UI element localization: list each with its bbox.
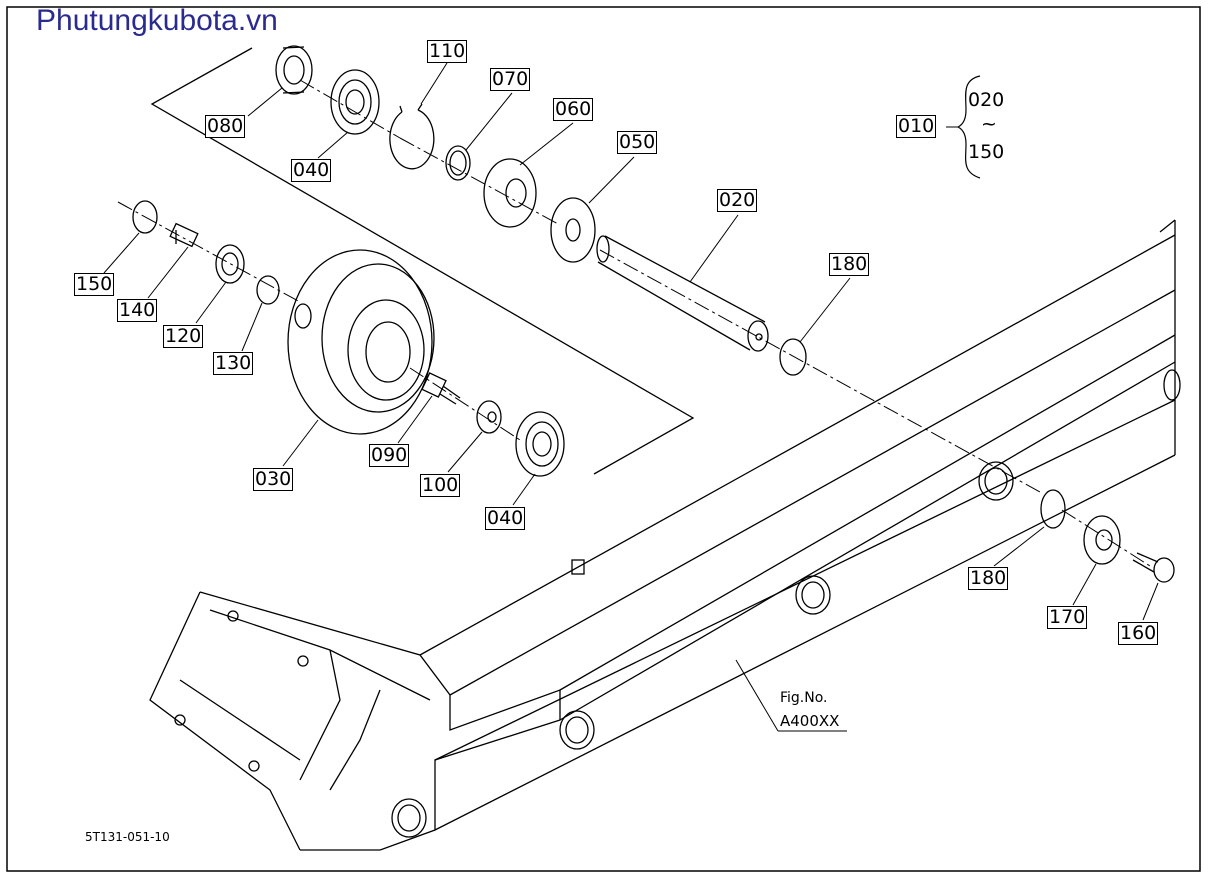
part-110-snap-ring [389, 103, 435, 170]
part-030-idler-wheel [287, 249, 435, 435]
part-label-100[interactable]: 100 [420, 474, 461, 497]
part-label-020[interactable]: 020 [717, 189, 758, 212]
part-label-050[interactable]: 050 [617, 131, 658, 154]
part-120-cap [215, 244, 245, 284]
part-170-collar [1083, 515, 1121, 565]
part-label-120[interactable]: 120 [163, 325, 204, 348]
part-label-040-top[interactable]: 040 [291, 159, 332, 182]
rail-holes [391, 369, 1181, 838]
part-label-010[interactable]: 010 [896, 115, 937, 138]
axis-lines [117, 79, 1151, 567]
part-040-bearing-bottom [515, 411, 565, 477]
part-130-oring [256, 275, 280, 305]
part-090-bolt [421, 372, 461, 405]
range-brace [956, 75, 981, 179]
part-label-130[interactable]: 130 [213, 352, 254, 375]
part-label-080[interactable]: 080 [205, 115, 246, 138]
part-label-180-top[interactable]: 180 [829, 253, 870, 276]
part-050-washer [550, 197, 596, 263]
leader-lines [103, 62, 1159, 732]
part-140-nipple [169, 222, 199, 248]
part-label-030[interactable]: 030 [253, 468, 294, 491]
part-060-collar [483, 158, 537, 228]
range-from: 020 [968, 89, 1005, 111]
part-label-140[interactable]: 140 [117, 299, 158, 322]
watermark-logo: Phutungkubota.vn [36, 4, 278, 37]
part-150-ring [132, 200, 158, 234]
part-180-oring-right [1040, 489, 1066, 529]
part-label-180-right[interactable]: 180 [968, 567, 1009, 590]
part-040-bearing-top [330, 69, 380, 135]
fig-no-code: A400XX [780, 712, 840, 730]
part-070-ring [445, 145, 471, 181]
part-label-090[interactable]: 090 [369, 444, 410, 467]
range-separator: ~ [981, 113, 997, 135]
part-180-oring-top [779, 338, 807, 376]
frame-rail [149, 219, 1176, 851]
part-020-pin [596, 235, 769, 352]
part-label-110[interactable]: 110 [427, 40, 468, 63]
drawing-code: 5T131-051-10 [85, 830, 170, 844]
range-to: 150 [968, 141, 1005, 163]
part-label-070[interactable]: 070 [490, 68, 531, 91]
group-outline [150, 47, 695, 475]
part-label-040-bottom[interactable]: 040 [485, 507, 526, 530]
part-label-170[interactable]: 170 [1047, 606, 1088, 629]
drawing-border [6, 6, 1201, 872]
part-160-bolt [1132, 552, 1175, 583]
part-label-060[interactable]: 060 [553, 98, 594, 121]
part-label-160[interactable]: 160 [1118, 622, 1159, 645]
part-label-150[interactable]: 150 [74, 273, 115, 296]
part-100-collar [476, 400, 502, 434]
fig-no-label: Fig.No. [780, 690, 828, 706]
part-080-bushing [275, 45, 313, 95]
